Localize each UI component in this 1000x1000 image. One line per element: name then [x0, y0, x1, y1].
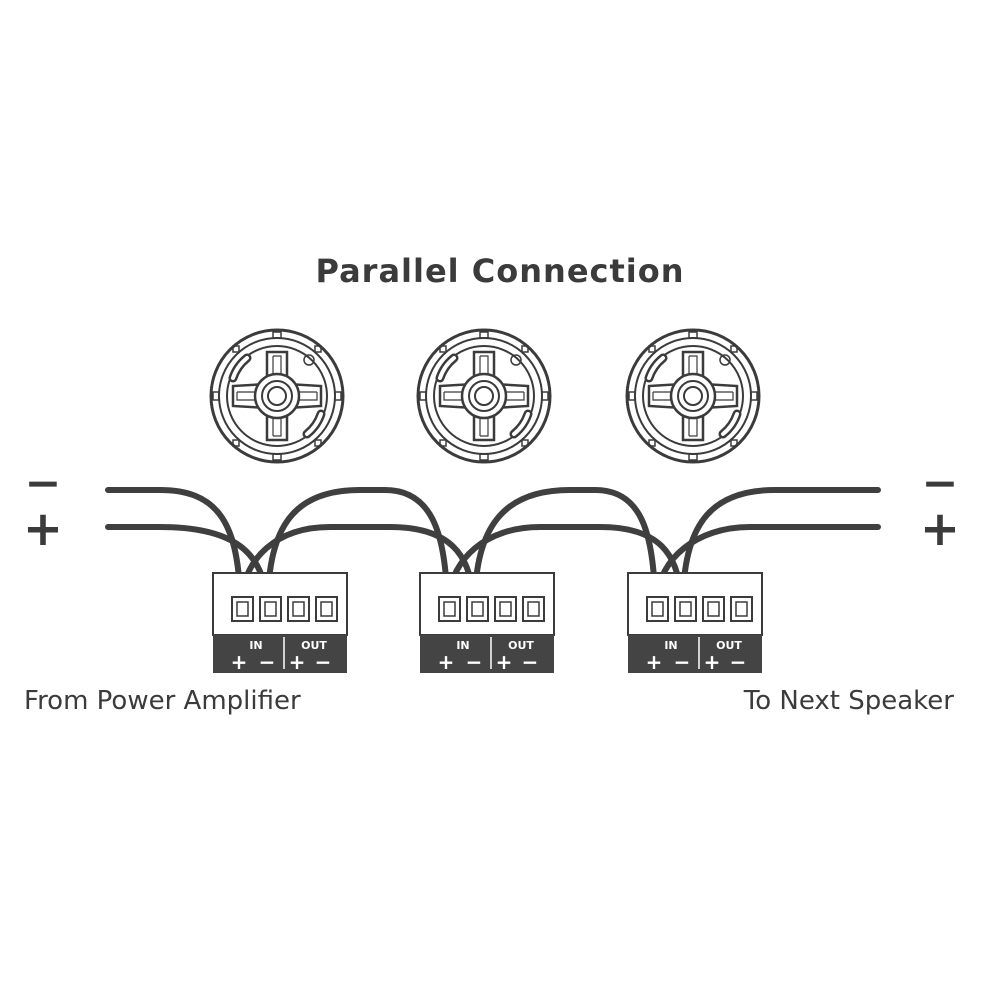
speaker-1-icon [211, 330, 343, 462]
polarity-minus-right: − [922, 458, 959, 509]
terminal-in-minus: − [466, 650, 483, 674]
terminal-out-minus: − [730, 650, 747, 674]
speaker-3-icon [627, 330, 759, 462]
terminal-out-minus: − [522, 650, 539, 674]
caption-to-next-speaker: To Next Speaker [743, 686, 954, 716]
terminal-out-plus: + [496, 650, 513, 674]
speaker-group [211, 330, 759, 462]
terminal-out-minus: − [315, 650, 332, 674]
bus-minus-right [680, 487, 881, 600]
speaker-2-icon [418, 330, 550, 462]
terminal-in-label: IN [664, 639, 677, 652]
diagram-title: Parallel Connection [315, 252, 685, 290]
polarity-minus-left: − [25, 458, 62, 509]
terminal-in-plus: + [438, 650, 455, 674]
terminal-out-label: OUT [716, 639, 742, 652]
terminal-out-plus: + [289, 650, 306, 674]
bus-minus-left [105, 487, 243, 600]
terminal-in-label: IN [456, 639, 469, 652]
terminal-in-minus: − [259, 650, 276, 674]
terminal-in-plus: + [231, 650, 248, 674]
terminal-in-plus: + [646, 650, 663, 674]
terminal-out-plus: + [704, 650, 721, 674]
polarity-plus-right: + [920, 501, 960, 557]
terminal-in-label: IN [249, 639, 262, 652]
polarity-plus-left: + [23, 501, 63, 557]
terminal-out-label: OUT [508, 639, 534, 652]
caption-from-power-amplifier: From Power Amplifier [24, 686, 301, 716]
terminal-out-label: OUT [301, 639, 327, 652]
terminal-in-minus: − [674, 650, 691, 674]
